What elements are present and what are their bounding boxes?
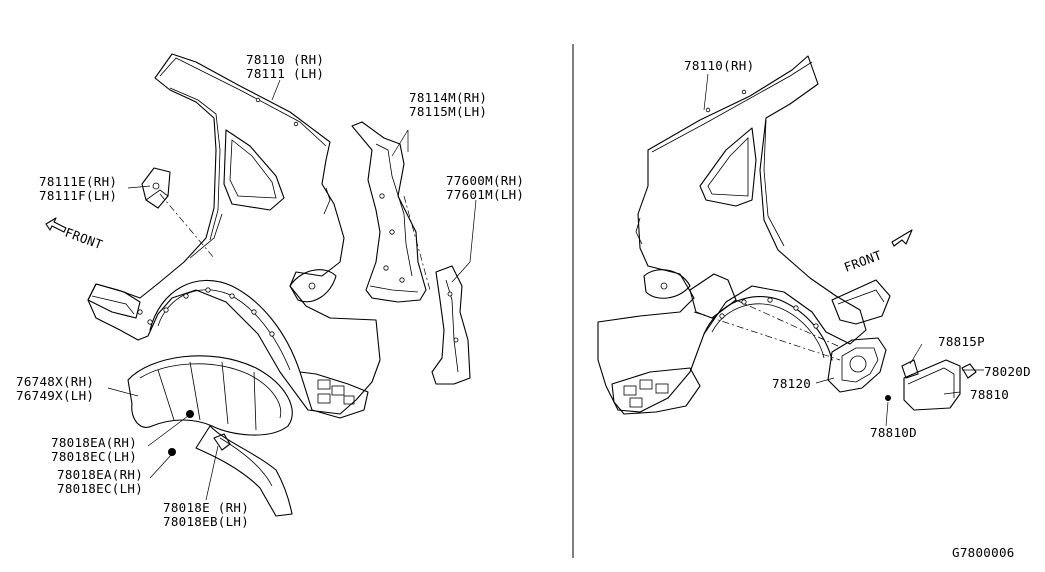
label-78018ea-rh-1: 78018EA(RH) <box>51 435 137 450</box>
label-78018eb-lh: 78018EB(LH) <box>163 514 249 529</box>
label-78110-rh-left: 78110 (RH) <box>246 52 324 67</box>
pillar-reinforcement-78114m <box>351 121 427 303</box>
rear-fender-panel-left <box>87 53 381 419</box>
label-78115m-lh: 78115M(LH) <box>409 104 487 119</box>
label-77600m-rh: 77600M(RH) <box>446 173 524 188</box>
label-76748x-rh: 76748X(RH) <box>16 374 94 389</box>
label-78018ec-lh-2: 78018EC(LH) <box>57 481 143 496</box>
rear-fender-panel-right <box>597 55 891 415</box>
label-78114m-rh: 78114M(RH) <box>409 90 487 105</box>
fuel-filler-parts <box>689 273 977 411</box>
clips-left <box>168 410 231 456</box>
label-77601m-lh: 77601M(LH) <box>446 187 524 202</box>
label-78815p: 78815P <box>938 334 985 349</box>
bracket-78111e <box>141 167 171 209</box>
front-arrow-right <box>891 229 913 247</box>
label-76749x-lh: 76749X(LH) <box>16 388 94 403</box>
label-78110-rh-right: 78110(RH) <box>684 58 754 73</box>
label-78111e-rh: 78111E(RH) <box>39 174 117 189</box>
wheel-liner-76748x <box>127 355 293 517</box>
label-78018e-rh: 78018E (RH) <box>163 500 249 515</box>
label-78810: 78810 <box>970 387 1009 402</box>
drawing-code: G7800006 <box>952 545 1015 560</box>
front-arrow-left <box>45 217 67 233</box>
pillar-extension-77600m <box>431 265 471 385</box>
label-78111f-lh: 78111F(LH) <box>39 188 117 203</box>
leader-lines-right <box>693 73 984 427</box>
label-78120: 78120 <box>772 376 811 391</box>
label-78018ea-rh-2: 78018EA(RH) <box>57 467 143 482</box>
label-78810d: 78810D <box>870 425 917 440</box>
label-78018ec-lh-1: 78018EC(LH) <box>51 449 137 464</box>
label-front-left: FRONT <box>63 225 105 253</box>
label-78020d: 78020D <box>984 364 1031 379</box>
label-78111-lh: 78111 (LH) <box>246 66 324 81</box>
leader-lines-left <box>107 79 477 501</box>
label-front-right: FRONT <box>842 247 884 275</box>
